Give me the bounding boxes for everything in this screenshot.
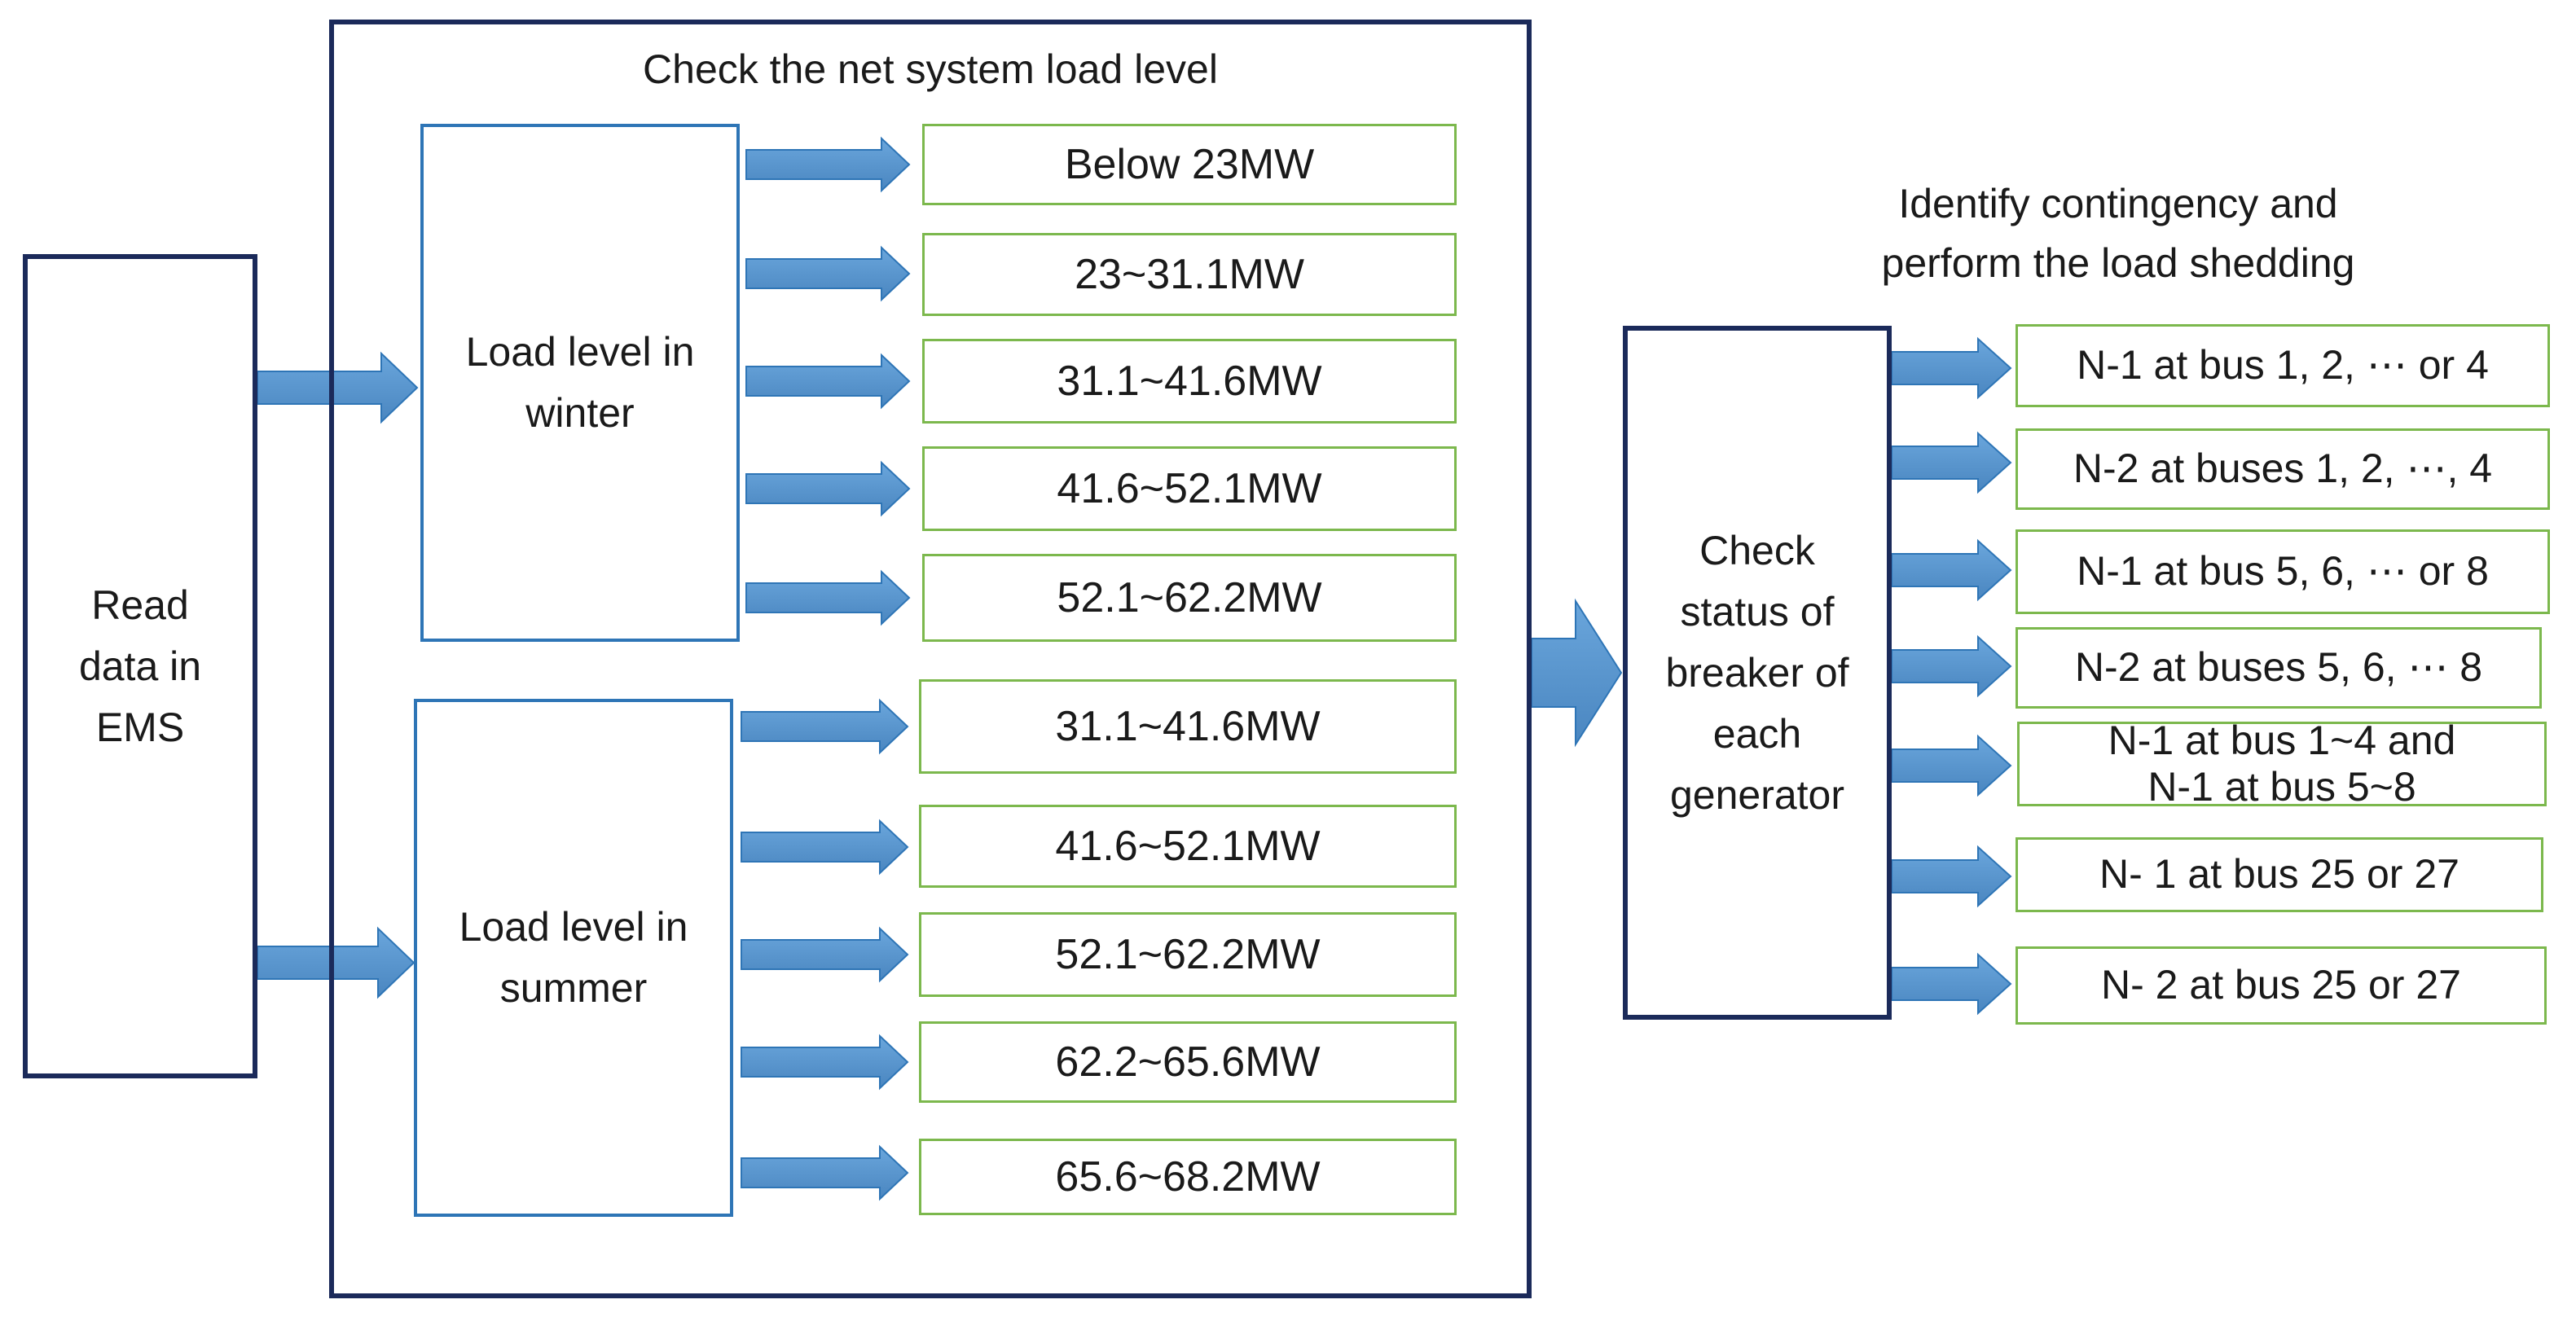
contingency-box: N-2 at buses 1, 2, ⋯, 4 (2016, 428, 2550, 510)
contingency-box: N-1 at bus 5, 6, ⋯ or 8 (2016, 529, 2550, 614)
arrow-to-winter (257, 351, 419, 424)
arrow-to-contingency (1891, 336, 2012, 400)
winter-range-label: 31.1~41.6MW (1057, 358, 1322, 405)
summer-range-label: 41.6~52.1MW (1055, 823, 1321, 870)
read-data-box: Read data in EMS (23, 254, 257, 1078)
winter-range-label: 52.1~62.2MW (1057, 574, 1322, 621)
winter-range-box: 52.1~62.2MW (922, 554, 1457, 642)
arrow-to-contingency (1891, 952, 2012, 1016)
arrow-to-winter-range (745, 136, 911, 193)
read-data-label: Read data in EMS (78, 582, 202, 750)
arrow-to-summer-range (741, 1034, 909, 1091)
panel-title: Check the net system load level (643, 46, 1218, 92)
arrow-to-contingency (1891, 431, 2012, 494)
check-breaker-box: Check status of breaker of each generato… (1623, 326, 1892, 1020)
winter-range-box: Below 23MW (922, 124, 1457, 205)
summer-range-box: 52.1~62.2MW (919, 912, 1457, 997)
contingency-label: N-1 at bus 5, 6, ⋯ or 8 (2077, 548, 2489, 595)
summer-range-label: 52.1~62.2MW (1055, 931, 1321, 978)
arrow-to-contingency (1891, 734, 2012, 797)
summer-range-box: 41.6~52.1MW (919, 805, 1457, 888)
winter-range-label: Below 23MW (1064, 141, 1315, 188)
arrow-to-winter-range (745, 245, 911, 302)
arrow-to-summer-range (741, 1144, 909, 1201)
arrow-to-contingency (1891, 634, 2012, 698)
contingency-box: N-1 at bus 1, 2, ⋯ or 4 (2016, 324, 2550, 407)
summer-range-box: 65.6~68.2MW (919, 1139, 1457, 1215)
summer-range-box: 31.1~41.6MW (919, 679, 1457, 774)
summer-range-label: 31.1~41.6MW (1055, 703, 1321, 750)
arrow-to-check-breaker (1531, 598, 1623, 748)
arrow-to-winter-range (745, 460, 911, 517)
contingency-box: N- 1 at bus 25 or 27 (2016, 837, 2543, 912)
arrow-to-contingency (1891, 845, 2012, 908)
summer-range-label: 62.2~65.6MW (1055, 1038, 1321, 1086)
load-level-check-panel (329, 20, 1532, 1298)
winter-range-box: 41.6~52.1MW (922, 446, 1457, 531)
arrow-to-summer (257, 926, 415, 999)
arrow-to-summer-range (741, 698, 909, 755)
winter-range-label: 41.6~52.1MW (1057, 465, 1322, 512)
winter-range-box: 31.1~41.6MW (922, 339, 1457, 424)
winter-load-box: Load level in winter (420, 124, 740, 642)
arrow-to-winter-range (745, 353, 911, 410)
contingency-box: N- 2 at bus 25 or 27 (2016, 946, 2547, 1025)
summer-load-label: Load level in summer (459, 904, 688, 1011)
winter-range-label: 23~31.1MW (1075, 251, 1304, 298)
contingency-label: N-1 at bus 1~4 and N-1 at bus 5~8 (2108, 717, 2456, 810)
contingency-label: N- 2 at bus 25 or 27 (2101, 962, 2461, 1008)
arrow-to-summer-range (741, 819, 909, 876)
winter-range-box: 23~31.1MW (922, 233, 1457, 316)
summer-load-box: Load level in summer (414, 699, 733, 1217)
contingency-title: Identify contingency and perform the loa… (1881, 181, 2355, 286)
arrow-to-contingency (1891, 538, 2012, 602)
contingency-label: N- 1 at bus 25 or 27 (2099, 851, 2460, 898)
contingency-label: N-2 at buses 1, 2, ⋯, 4 (2073, 446, 2493, 492)
summer-range-box: 62.2~65.6MW (919, 1021, 1457, 1103)
contingency-label: N-1 at bus 1, 2, ⋯ or 4 (2077, 342, 2489, 389)
contingency-box: N-1 at bus 1~4 and N-1 at bus 5~8 (2017, 718, 2547, 810)
arrow-to-winter-range (745, 569, 911, 626)
winter-load-label: Load level in winter (465, 329, 695, 436)
summer-range-label: 65.6~68.2MW (1055, 1153, 1321, 1201)
arrow-to-summer-range (741, 926, 909, 983)
check-breaker-label: Check status of breaker of each generato… (1665, 527, 1849, 818)
contingency-label: N-2 at buses 5, 6, ⋯ 8 (2074, 644, 2483, 691)
contingency-box: N-2 at buses 5, 6, ⋯ 8 (2016, 627, 2542, 709)
